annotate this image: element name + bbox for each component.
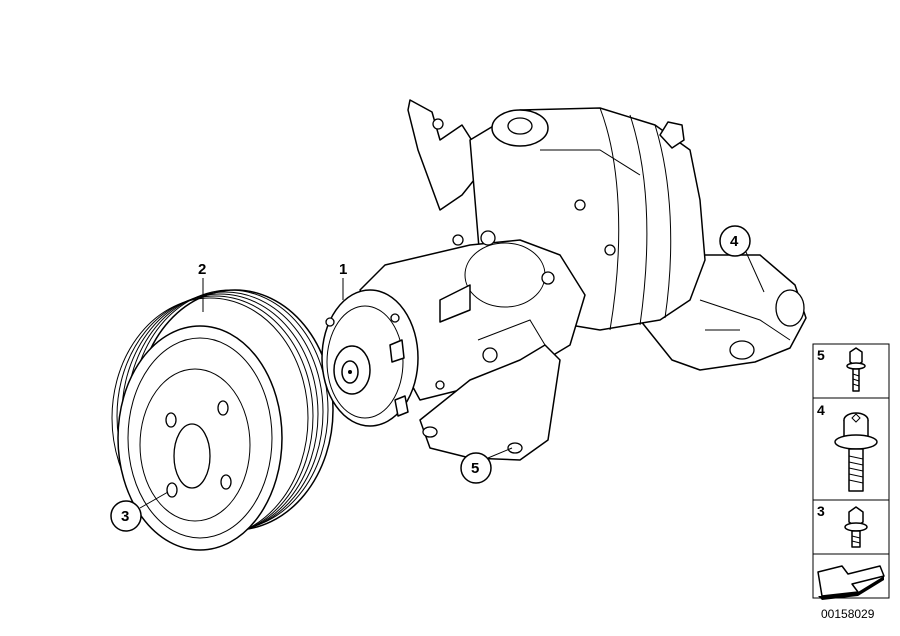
svg-text:1: 1 (339, 261, 347, 278)
callout-rear-bracket-bolt: 4 (719, 225, 765, 293)
hex-flange-bolt-short-icon (844, 506, 868, 548)
callout-pulley-bolt: 3 (110, 491, 169, 532)
svg-text:3: 3 (121, 508, 129, 525)
hex-flange-bolt-small-icon (846, 347, 866, 392)
torx-flange-bolt-long-icon (834, 412, 878, 492)
arrow-shim-icon (817, 565, 885, 600)
svg-text:5: 5 (471, 460, 479, 477)
callout-pulley: 2 (198, 261, 206, 312)
legend-number-4: 4 (817, 402, 825, 418)
legend-number-5: 5 (817, 347, 825, 363)
pump-drawing (321, 107, 706, 461)
reference-number: 00158029 (821, 607, 875, 621)
pulley-drawing (111, 289, 334, 551)
legend-number-3: 3 (817, 503, 825, 519)
svg-text:2: 2 (198, 261, 206, 278)
svg-text:4: 4 (730, 233, 739, 250)
top-bracket-drawing (407, 99, 479, 211)
callout-pump: 1 (339, 261, 347, 300)
callout-front-bracket-bolt: 5 (460, 447, 513, 484)
fastener-legend: 5 4 3 (812, 343, 890, 600)
